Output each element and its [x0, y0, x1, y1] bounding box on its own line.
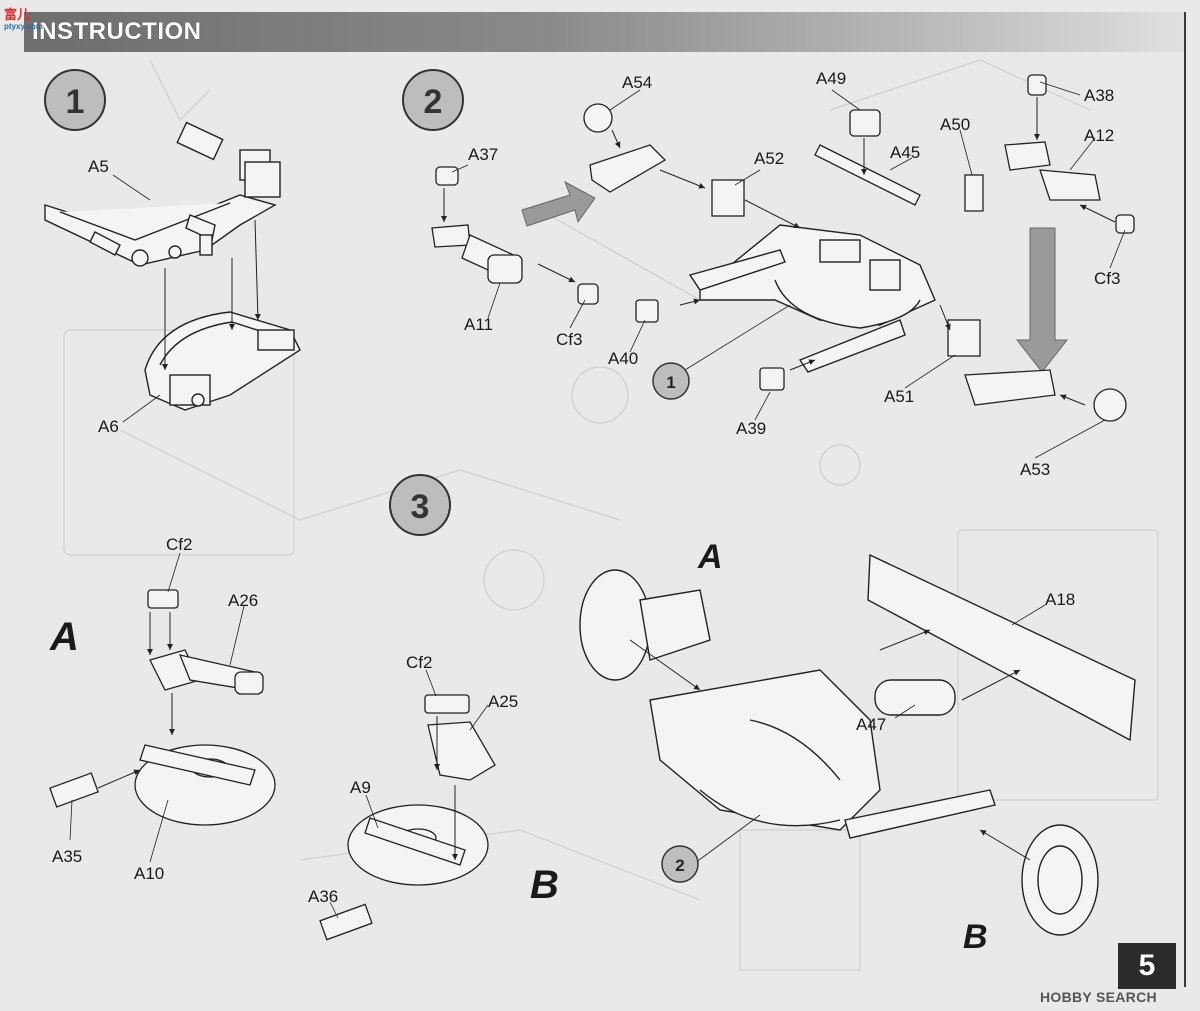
page-number: 5: [1118, 943, 1176, 989]
down-arrow-icon: [1015, 227, 1069, 373]
part-label-a25: A25: [488, 692, 518, 711]
part-label-a35: A35: [52, 847, 82, 866]
step-2-leaders: [451, 81, 1126, 459]
step-1-arrows: [162, 219, 261, 370]
part-label-a51: A51: [884, 387, 914, 406]
step-2-main-base: [688, 224, 936, 373]
part-label-a49: A49: [816, 69, 846, 88]
sub-assembly-a-group: A Cf2: [49, 535, 276, 883]
watermark-en-text: ptyxy.com: [4, 22, 43, 31]
page-edge-line: [1184, 12, 1186, 987]
sub-assembly-b-label: B: [530, 863, 559, 907]
sub-assembly-a-ref-label: A: [697, 538, 723, 576]
step-1-number: 1: [66, 83, 85, 121]
sub-a-arrows: [97, 612, 175, 789]
show-through-background: [63, 59, 1159, 971]
part-label-a11: A11: [464, 315, 493, 334]
step-3-circle: [389, 474, 451, 536]
part-label-a18: A18: [1045, 590, 1075, 609]
step-2-circle: [402, 69, 464, 131]
part-label-a12: A12: [1084, 126, 1114, 145]
ref-circle-2-text: 2: [675, 856, 684, 875]
part-label-cf3-left: Cf3: [556, 330, 582, 349]
sub-assembly-b-group: B Cf2 A25 A9 A36: [308, 653, 559, 941]
part-label-a45: A45: [890, 143, 920, 162]
part-label-a50: A50: [940, 115, 970, 134]
part-label-cf2-b: Cf2: [406, 653, 432, 672]
step-3-main-carriage: [579, 553, 1136, 936]
part-a6-base: [144, 311, 301, 411]
part-label-a53: A53: [1020, 460, 1050, 479]
ref-circle-1: [652, 362, 690, 400]
part-label-a6: A6: [98, 417, 119, 436]
part-label-a54: A54: [622, 73, 652, 92]
step-2-parts: [431, 74, 1135, 422]
part-a5-crossbeam: [44, 121, 281, 267]
part-label-a52: A52: [754, 149, 784, 168]
watermark-hobby-search: HOBBY SEARCH: [1040, 989, 1157, 1005]
part-label-a36: A36: [308, 887, 338, 906]
part-label-a38: A38: [1084, 86, 1114, 105]
step-1-circle: [44, 69, 106, 131]
part-label-a26: A26: [228, 591, 258, 610]
ref-circle-2: [661, 845, 699, 883]
part-label-a5: A5: [88, 157, 109, 176]
sub-a-parts: [49, 589, 276, 826]
step-3-arrows: [629, 629, 1031, 861]
step-3-number: 3: [411, 488, 430, 526]
part-label-cf2-a: Cf2: [166, 535, 192, 554]
sub-assembly-b-ref-label: B: [963, 918, 988, 956]
part-label-a47: A47: [856, 715, 886, 734]
step-1-group: 1: [44, 69, 301, 436]
step-2-arrows: [441, 97, 1116, 406]
watermark-logo: 富儿 ptyxy.com: [2, 2, 68, 36]
sub-b-arrows: [434, 716, 458, 860]
step-2-number: 2: [424, 83, 443, 121]
part-label-a40: A40: [608, 349, 638, 368]
sub-b-parts: [319, 694, 496, 941]
ref-circle-1-text: 1: [666, 373, 675, 392]
page-title: INSTRUCTION: [32, 18, 202, 45]
step-3-group: 3 A B: [389, 474, 1136, 956]
part-label-cf3-right: Cf3: [1094, 269, 1120, 288]
part-label-a9: A9: [350, 778, 371, 797]
sub-assembly-a-label: A: [49, 615, 79, 659]
watermark-cn-text: 富儿: [4, 7, 31, 22]
part-label-a10: A10: [134, 864, 164, 883]
header-bar: [24, 12, 1184, 52]
insert-arrow-icon: [521, 180, 596, 227]
part-label-a37: A37: [468, 145, 498, 164]
step-2-group: 2: [402, 69, 1135, 479]
part-label-a39: A39: [736, 419, 766, 438]
